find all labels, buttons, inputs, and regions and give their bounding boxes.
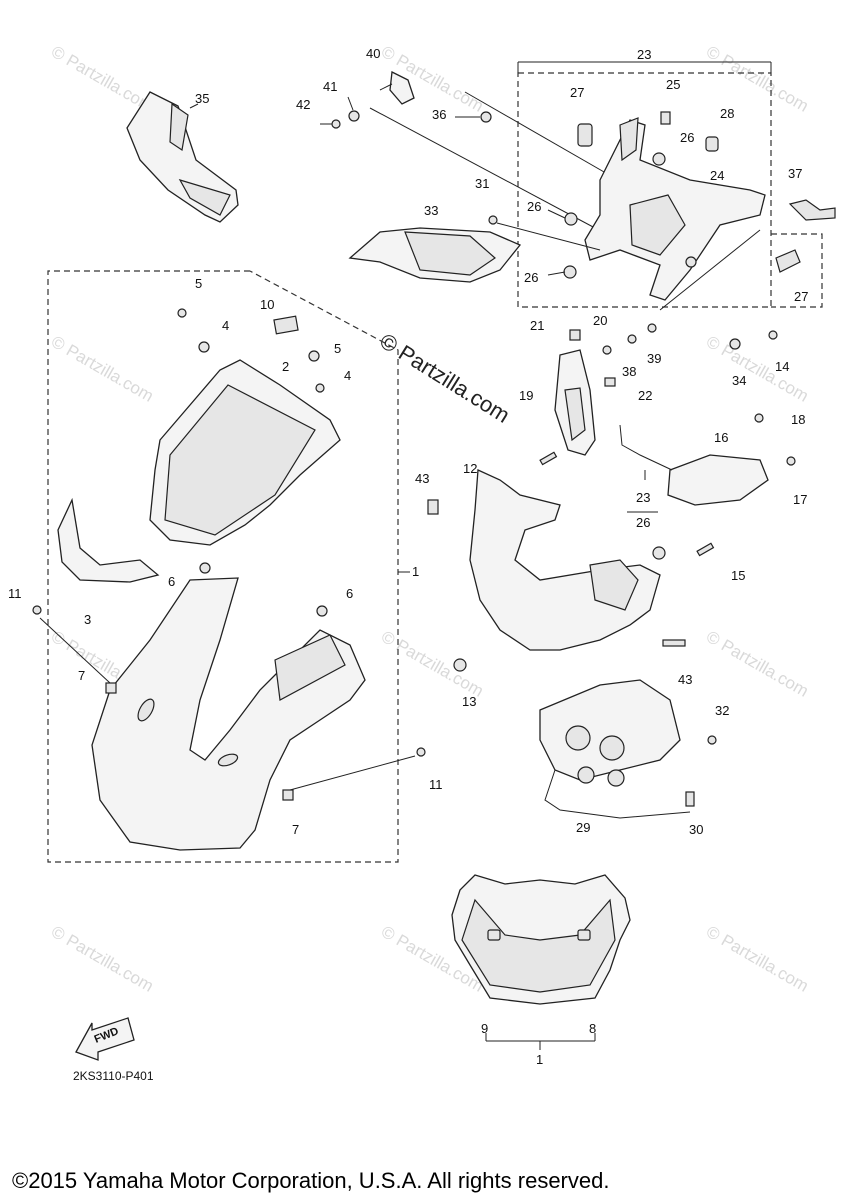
callout-2: 2 [282,359,289,374]
callout-3: 3 [84,612,91,627]
callout-29: 29 [576,820,590,835]
forward-arrow-icon: FWD [75,1017,135,1061]
callout-43: 43 [678,672,692,687]
callout-31: 31 [475,176,489,191]
assembly-23-boundary [517,72,772,308]
trim-part [57,497,160,583]
callout-4: 4 [222,318,229,333]
callout-26: 26 [680,130,694,145]
callout-37: 37 [788,166,802,181]
fasteners-top [320,71,619,229]
callout-23: 23 [637,47,651,62]
callout-8: 8 [589,1021,596,1036]
callout-28: 28 [720,106,734,121]
watermark-text: © Partzilla.com [703,627,812,701]
group-brackets [398,61,772,1050]
watermark-text: © Partzilla.com [48,42,157,116]
callout-21: 21 [530,318,544,333]
headlight-part [539,679,717,819]
callout-32: 32 [715,703,729,718]
watermark-text: © Partzilla.com [703,42,812,116]
callout-4: 4 [344,368,351,383]
callout-38: 38 [622,364,636,379]
side-cover-part [348,227,522,283]
watermark-text: © Partzilla.com [378,627,487,701]
callout-43: 43 [415,471,429,486]
callout-27: 27 [794,289,808,304]
callout-6: 6 [346,586,353,601]
callout-41: 41 [323,79,337,94]
callout-22: 22 [638,388,652,403]
callout-17: 17 [793,492,807,507]
callout-5: 5 [195,276,202,291]
windscreen-part [149,308,341,546]
callouts: 35 40 41 42 36 23 25 27 28 26 24 37 31 2… [8,46,808,1067]
callout-18: 18 [791,412,805,427]
inner-panel-part [427,451,715,672]
callout-10: 10 [260,297,274,312]
callout-12: 12 [463,461,477,476]
callout-39: 39 [647,351,661,366]
callout-16: 16 [714,430,728,445]
callout-26: 26 [524,270,538,285]
callout-42: 42 [296,97,310,112]
callout-6: 6 [168,574,175,589]
callout-26: 26 [636,515,650,530]
mirror-part [126,91,239,223]
callout-27: 27 [570,85,584,100]
watermark-text: © Partzilla.com [703,332,812,406]
callout-9: 9 [481,1021,488,1036]
watermark-text: © Partzilla.com [48,332,157,406]
callout-35: 35 [195,91,209,106]
callout-25: 25 [666,77,680,92]
watermark-center: © Partzilla.com [375,328,514,428]
callout-34: 34 [732,373,746,388]
callout-33: 33 [424,203,438,218]
watermark-text: © Partzilla.com [48,922,157,996]
front-cowling-part [32,562,426,851]
callout-7: 7 [78,668,85,683]
callout-20: 20 [593,313,607,328]
callout-23: 23 [636,490,650,505]
callout-7: 7 [292,822,299,837]
callout-19: 19 [519,388,533,403]
callout-40: 40 [366,46,380,61]
callout-5: 5 [334,341,341,356]
callout-13: 13 [462,694,476,709]
callout-15: 15 [731,568,745,583]
assembly-1-boundary [47,270,399,863]
diagram-code: 2KS3110-P401 [73,1069,154,1083]
copyright-notice: ©2015 Yamaha Motor Corporation, U.S.A. A… [12,1168,609,1193]
callout-1: 1 [536,1052,543,1067]
lower-cowl-part [451,874,631,1005]
position-light-part [554,323,657,456]
assembly-23-extension [771,233,823,308]
meter-bracket-part [488,111,836,311]
callout-24: 24 [710,168,724,183]
callout-36: 36 [432,107,446,122]
callout-1: 1 [412,564,419,579]
callout-11: 11 [429,777,443,792]
callout-30: 30 [689,822,703,837]
callout-26: 26 [527,199,541,214]
callout-14: 14 [775,359,789,374]
watermark-text: © Partzilla.com [703,922,812,996]
callout-11: 11 [8,586,22,601]
duct-part [619,330,796,506]
